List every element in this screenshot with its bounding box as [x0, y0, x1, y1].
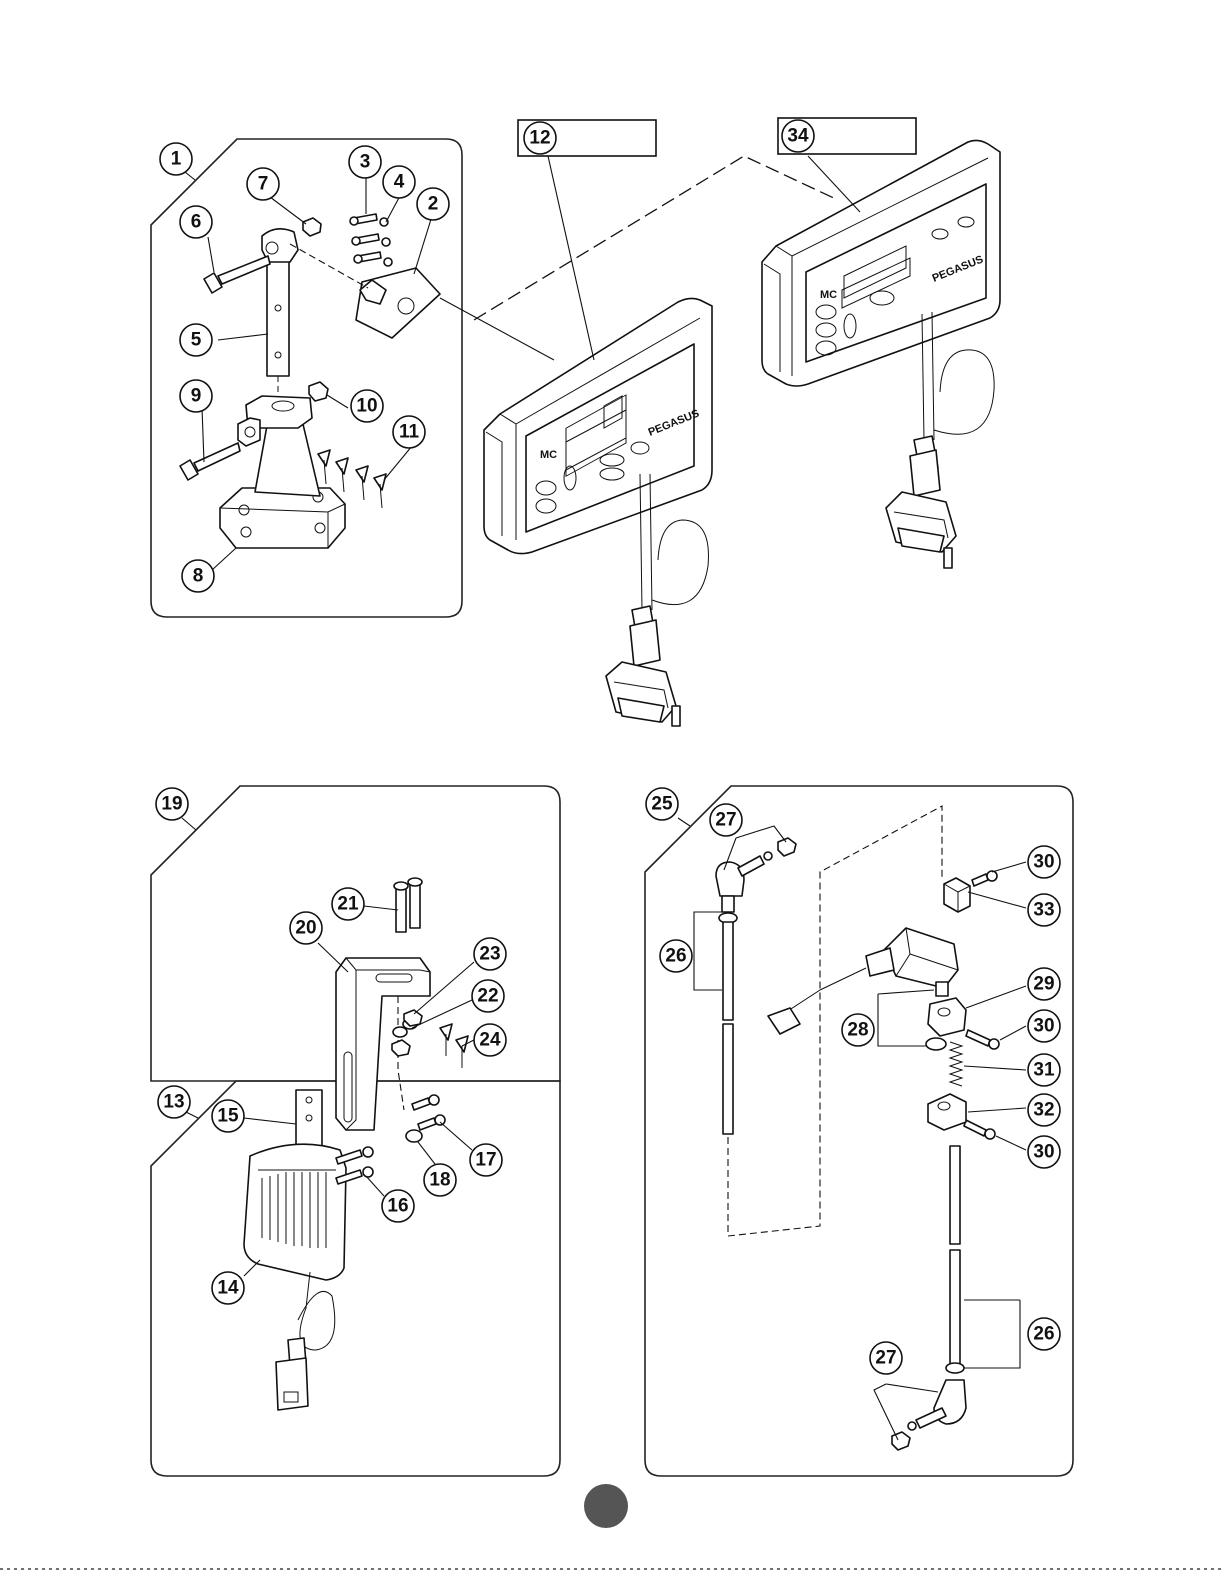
callout-3: 3: [349, 146, 381, 178]
washer-18: [406, 1130, 422, 1142]
svg-text:13: 13: [163, 1092, 184, 1113]
svg-text:23: 23: [479, 944, 500, 965]
callout-25: 25: [646, 788, 678, 820]
bolts-17: [412, 1095, 445, 1130]
callout-21: 21: [332, 888, 364, 920]
callout-4: 4: [383, 166, 415, 198]
callout-20: 20: [290, 912, 322, 944]
svg-text:11: 11: [399, 422, 420, 443]
callout-32: 32: [1028, 1094, 1060, 1126]
panel-34-model-label: MC: [820, 289, 837, 301]
callout-26-top: 26: [660, 940, 692, 972]
callout-18: 18: [424, 1164, 456, 1196]
callout-11: 11: [393, 416, 425, 448]
svg-text:25: 25: [651, 794, 673, 815]
svg-text:10: 10: [356, 396, 377, 417]
svg-text:30: 30: [1033, 852, 1054, 873]
svg-text:26: 26: [665, 946, 686, 967]
callout-12: 12: [524, 122, 556, 154]
frame-group-13: [151, 1081, 560, 1476]
bracket-to-panel-line: [440, 298, 554, 360]
svg-text:33: 33: [1033, 900, 1054, 921]
callout-14: 14: [212, 1272, 244, 1304]
frame-group-25: [645, 786, 1073, 1476]
svg-text:31: 31: [1033, 1060, 1055, 1081]
callout-8: 8: [182, 560, 214, 592]
screws-24: [440, 1024, 468, 1068]
svg-text:34: 34: [787, 126, 809, 147]
screw-6: [204, 256, 270, 293]
svg-text:8: 8: [193, 566, 204, 587]
callout-5: 5: [180, 324, 212, 356]
callout-34: 34: [782, 120, 814, 152]
callout-28: 28: [842, 1014, 874, 1046]
callout-30-top: 30: [1028, 846, 1060, 878]
callout-27-top: 27: [710, 804, 742, 836]
svg-text:21: 21: [337, 894, 359, 915]
callout-33: 33: [1028, 894, 1060, 926]
svg-text:2: 2: [428, 194, 439, 215]
svg-text:15: 15: [217, 1106, 239, 1127]
callout-13: 13: [158, 1086, 190, 1118]
svg-text:12: 12: [529, 128, 550, 149]
pedal-switch-14: [244, 1090, 346, 1410]
callout-22: 22: [472, 980, 504, 1012]
callout-19: 19: [156, 788, 188, 820]
control-panel-12: MC PEGASUS: [484, 298, 712, 726]
callout-15: 15: [212, 1100, 244, 1132]
washers-nuts-22-23: [392, 1010, 422, 1056]
screw-9: [180, 443, 240, 480]
control-panel-34: MC PEGASUS: [762, 140, 1000, 568]
svg-text:27: 27: [875, 1348, 896, 1369]
callout-10: 10: [351, 390, 383, 422]
callout-27-bottom: 27: [870, 1342, 902, 1374]
svg-text:4: 4: [394, 172, 405, 193]
callout-24: 24: [474, 1024, 506, 1056]
svg-text:14: 14: [217, 1278, 239, 1299]
callout-26-bottom: 26: [1028, 1318, 1060, 1350]
svg-text:24: 24: [479, 1030, 501, 1051]
svg-text:20: 20: [295, 918, 316, 939]
svg-text:9: 9: [191, 386, 202, 407]
callout-23: 23: [474, 938, 506, 970]
callout-30-middle: 30: [1028, 1010, 1060, 1042]
panel-12-model-label: MC: [540, 449, 557, 461]
svg-text:22: 22: [477, 986, 498, 1007]
svg-text:30: 30: [1033, 1016, 1054, 1037]
svg-text:7: 7: [258, 174, 269, 195]
bolts-21: [394, 878, 422, 932]
page-marker: [584, 1484, 628, 1528]
svg-text:28: 28: [847, 1020, 868, 1041]
callout-29: 29: [1028, 968, 1060, 1000]
callout-6: 6: [180, 206, 212, 238]
svg-text:19: 19: [161, 794, 182, 815]
callout-16: 16: [382, 1190, 414, 1222]
linkage-assembly: [716, 806, 999, 1450]
svg-text:1: 1: [171, 149, 182, 170]
callout-31: 31: [1028, 1054, 1060, 1086]
screws-3: [350, 214, 381, 263]
callout-30-bottom: 30: [1028, 1136, 1060, 1168]
svg-text:5: 5: [191, 330, 202, 351]
leader-34: [808, 156, 860, 212]
callout-1: 1: [160, 143, 192, 175]
washers-4: [380, 218, 392, 266]
stand-assembly: [180, 214, 440, 548]
callout-7: 7: [247, 168, 279, 200]
leader-12: [548, 156, 594, 360]
svg-text:27: 27: [715, 810, 736, 831]
callout-17: 17: [470, 1144, 502, 1176]
svg-text:30: 30: [1033, 1142, 1054, 1163]
callout-9: 9: [180, 380, 212, 412]
svg-text:3: 3: [360, 152, 371, 173]
svg-text:16: 16: [387, 1196, 408, 1217]
svg-text:32: 32: [1033, 1100, 1054, 1121]
svg-text:18: 18: [429, 1170, 450, 1191]
svg-text:26: 26: [1033, 1324, 1054, 1345]
svg-text:17: 17: [475, 1150, 496, 1171]
svg-text:6: 6: [191, 212, 202, 233]
svg-text:29: 29: [1033, 974, 1054, 995]
callout-2: 2: [417, 188, 449, 220]
